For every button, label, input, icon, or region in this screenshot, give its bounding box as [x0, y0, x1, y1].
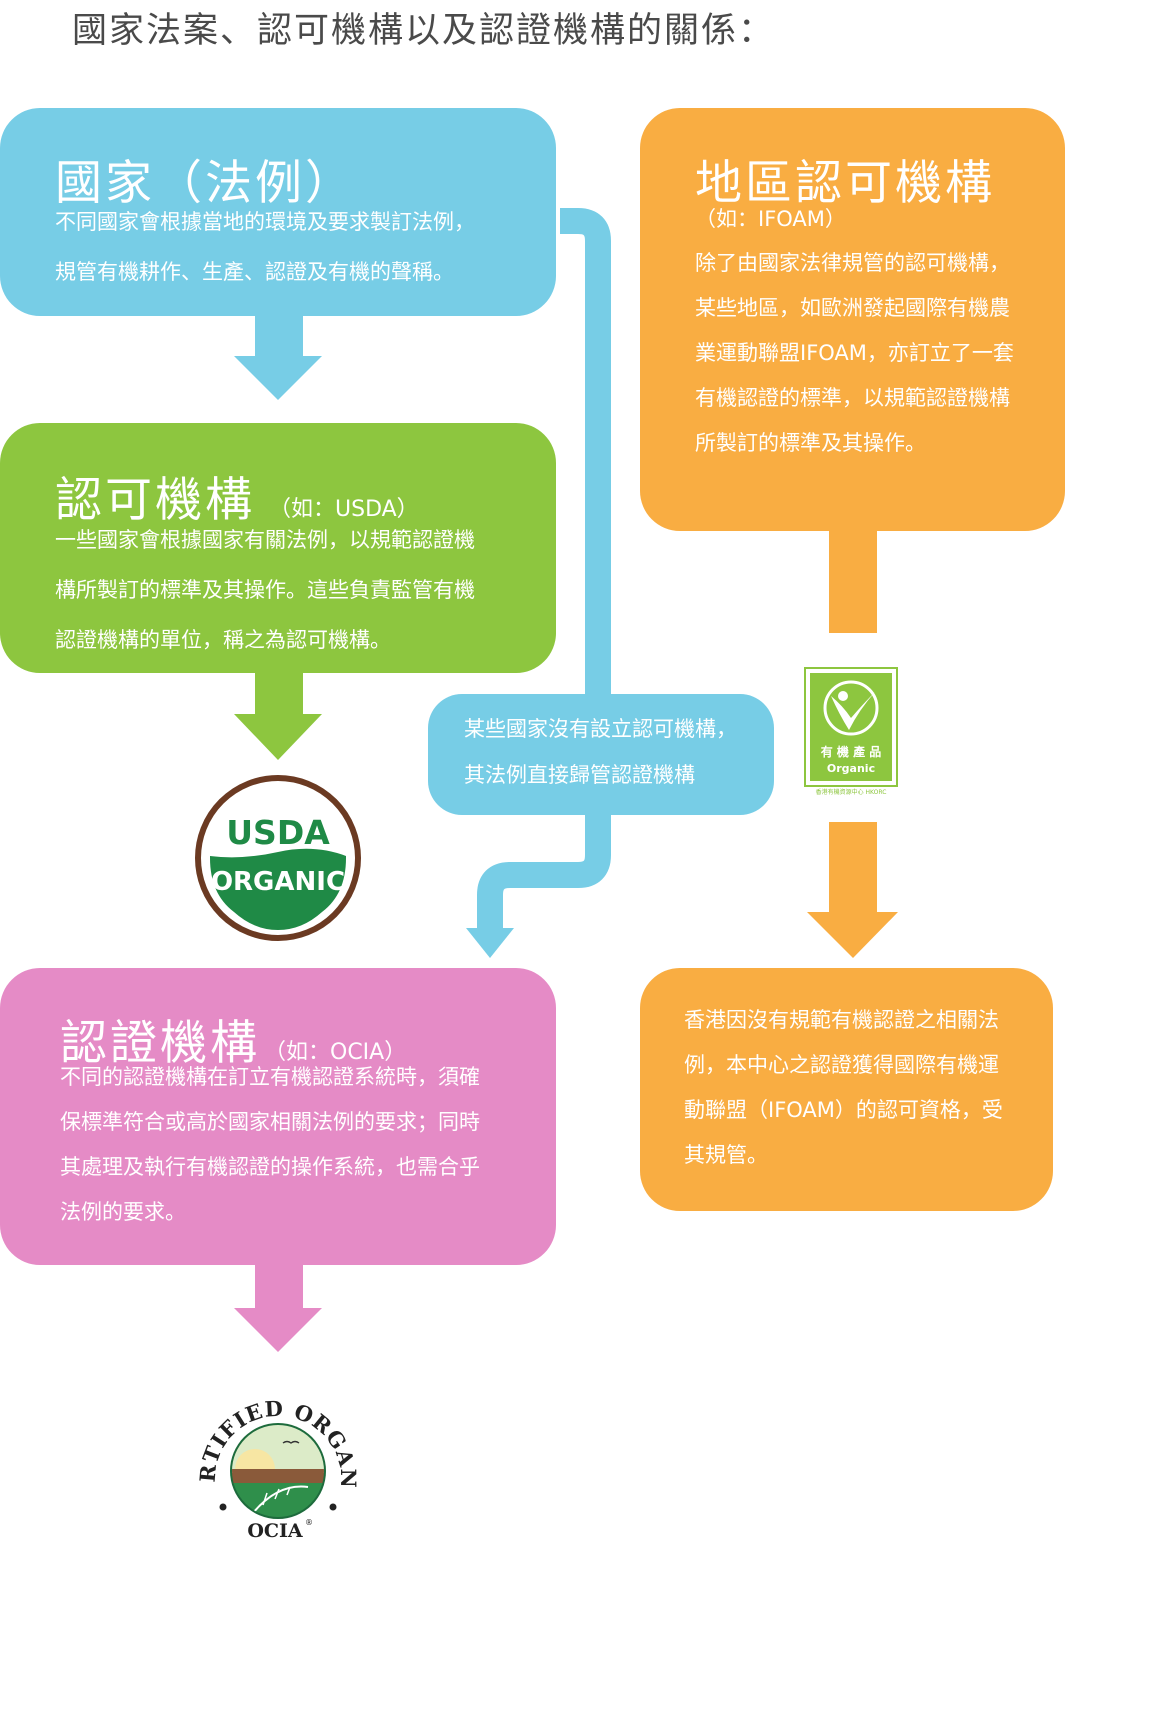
- regional-accreditation-description: 除了由國家法律規管的認可機構， 某些地區，如歐洲發起國際有機農 業運動聯盟IFO…: [695, 251, 1014, 455]
- certification-body-title: 認證機構（如：OCIA）: [60, 1016, 407, 1071]
- accreditation-body-box: 認可機構（如：USDA） 一些國家會根據國家有關法例，以規範認證機 構所製訂的標…: [0, 423, 556, 673]
- certification-body-description: 不同的認證機構在訂立有機認證系統時，須確 保標準符合或高於國家相關法例的要求；同…: [60, 1065, 480, 1224]
- ocia-name-text: OCIA: [247, 1520, 303, 1542]
- bypass-note-text: 某些國家沒有設立認可機構， 其法例直接歸管認證機構: [464, 717, 737, 787]
- bypass-note-box: 某些國家沒有設立認可機構， 其法例直接歸管認證機構: [428, 694, 774, 815]
- arrow-regional-down: [807, 912, 898, 958]
- arrow-accreditation-down: [234, 714, 322, 760]
- certification-body-box: 認證機構（如：OCIA） 不同的認證機構在訂立有機認證系統時，須確 保標準符合或…: [0, 968, 556, 1265]
- hk-certification-box: 香港因沒有規範有機認證之相關法 例，本中心之認證獲得國際有機運 動聯盟（IFOA…: [640, 968, 1053, 1211]
- hk-certification-description: 香港因沒有規範有機認證之相關法 例，本中心之認證獲得國際有機運 動聯盟（IFOA…: [684, 1008, 1003, 1167]
- national-law-title: 國家（法例）: [55, 156, 355, 211]
- hk-logo-cn-text: 有 機 產 品: [821, 744, 882, 759]
- ocia-certified-organic-logo: CERTIFIED ORGANIC OCIA ®: [193, 1383, 360, 1542]
- hk-logo-en-text: Organic: [827, 762, 875, 775]
- regional-accreditation-example: （如：IFOAM）: [695, 207, 846, 231]
- page-title: 國家法案、認可機構以及認證機構的關係：: [72, 11, 776, 51]
- arrow-national-to-accreditation: [234, 356, 322, 400]
- hkorc-organic-logo: 有 機 產 品 Organic 香港有機資源中心 HKORC: [804, 667, 898, 796]
- bypass-arrowhead: [466, 928, 514, 958]
- ocia-registered-mark: ®: [305, 1518, 313, 1527]
- bypass-connector: [477, 208, 611, 930]
- regional-accreditation-box: 地區認可機構 （如：IFOAM） 除了由國家法律規管的認可機構， 某些地區，如歐…: [640, 108, 1065, 531]
- regional-accreditation-title: 地區認可機構: [695, 156, 995, 211]
- usda-organic-logo: USDA ORGANIC: [195, 775, 361, 941]
- hk-logo-org-text: 香港有機資源中心 HKORC: [816, 788, 887, 796]
- national-law-box: 國家（法例） 不同國家會根據當地的環境及要求製訂法例， 規管有機耕作、生產、認證…: [0, 108, 556, 316]
- national-law-description: 不同國家會根據當地的環境及要求製訂法例， 規管有機耕作、生產、認證及有機的聲稱。: [55, 210, 475, 284]
- usda-text: USDA: [226, 813, 330, 852]
- organic-text: ORGANIC: [211, 867, 345, 897]
- accreditation-body-title: 認可機構（如：USDA）: [55, 473, 419, 528]
- arrow-certification-down: [234, 1308, 322, 1352]
- accreditation-body-description: 一些國家會根據國家有關法例，以規範認證機 構所製訂的標準及其操作。這些負責監管有…: [55, 528, 475, 652]
